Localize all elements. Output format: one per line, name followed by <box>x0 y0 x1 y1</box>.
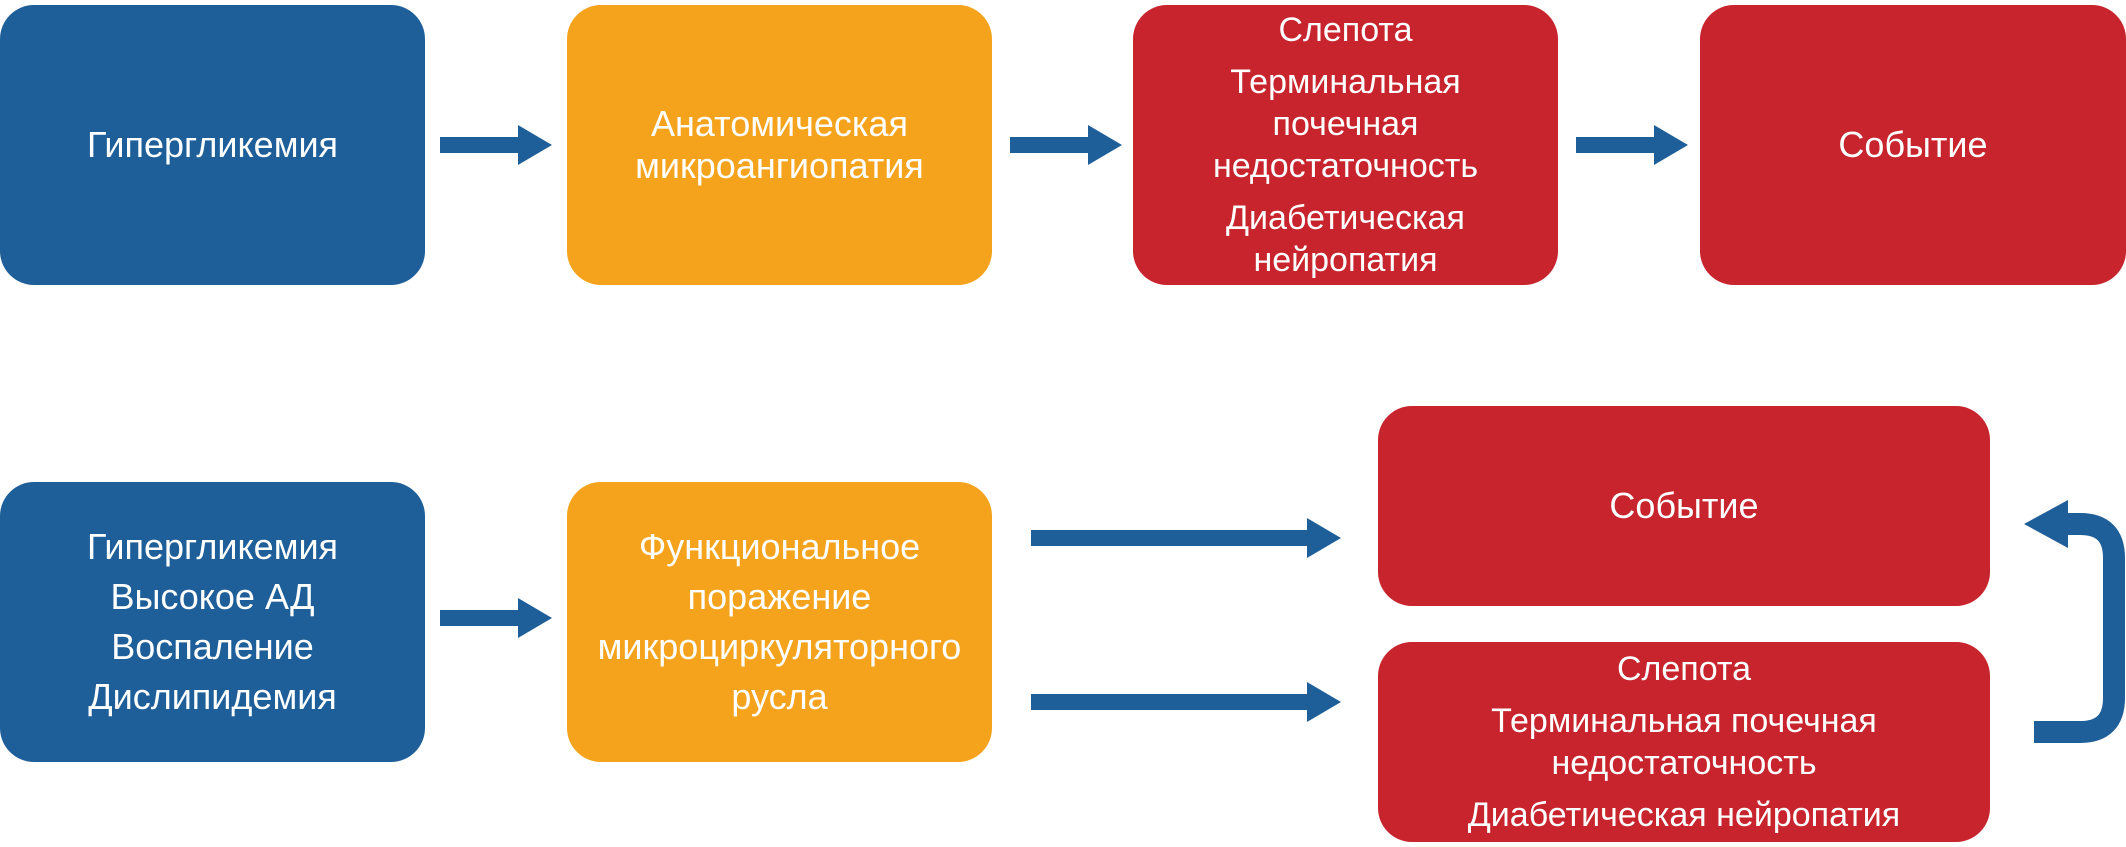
arrow-right-icon <box>440 598 552 638</box>
top-outcome-neuropathy-line-2: нейропатия <box>1253 241 1438 279</box>
bottom-event-box: Событие <box>1378 406 1990 606</box>
bottom-mechanism-line-3: микроциркуляторного <box>597 626 962 667</box>
bottom-risk-line-3: Воспаление <box>111 626 314 667</box>
bottom-mechanism-line-1: Функциональное <box>638 526 921 567</box>
bottom-outcome-neuropathy: Диабетическая нейропатия <box>1467 796 1901 834</box>
top-mechanism-line-1: Анатомическая <box>651 103 908 144</box>
bottom-outcome-renal-line-1: Терминальная почечная <box>1491 702 1877 740</box>
arrow-right-icon <box>1031 518 1341 558</box>
top-outcome-renal-line-1: Терминальная <box>1230 63 1461 101</box>
top-event-box: Событие <box>1700 5 2126 285</box>
bottom-risk-line-1: Гипергликемия <box>86 526 339 567</box>
bottom-outcome-blindness: Слепота <box>1617 650 1751 688</box>
arrow-right-icon <box>1576 125 1688 165</box>
top-mechanism-box: Анатомическая микроангиопатия <box>567 5 992 285</box>
top-outcomes-box: Слепота Терминальная почечная недостаточ… <box>1133 5 1558 285</box>
bottom-mechanism-box: Функциональное поражение микроциркулятор… <box>567 482 992 762</box>
arrow-right-icon <box>1010 125 1122 165</box>
top-outcome-neuropathy-line-1: Диабетическая <box>1226 199 1465 237</box>
top-mechanism-line-2: микроангиопатия <box>635 145 924 186</box>
top-outcome-renal-line-3: недостаточность <box>1212 147 1479 185</box>
top-risk-label: Гипергликемия <box>86 124 339 165</box>
top-risk-box: Гипергликемия <box>0 5 425 285</box>
arrow-right-icon <box>440 125 552 165</box>
top-event-label: Событие <box>1838 124 1988 165</box>
top-outcome-blindness: Слепота <box>1278 11 1413 49</box>
bottom-mechanism-line-4: русла <box>731 676 828 717</box>
bottom-mechanism-line-2: поражение <box>687 576 872 617</box>
bottom-outcome-renal-line-2: недостаточность <box>1551 744 1817 782</box>
bottom-risk-line-2: Высокое АД <box>110 576 315 617</box>
top-outcome-renal-line-2: почечная <box>1272 105 1419 143</box>
bottom-risk-box: Гипергликемия Высокое АД Воспаление Дисл… <box>0 482 425 762</box>
bottom-outcomes-box: Слепота Терминальная почечная недостаточ… <box>1378 642 1990 842</box>
bottom-event-label: Событие <box>1609 485 1759 526</box>
feedback-loop-arrow-icon <box>2024 500 2125 743</box>
bottom-risk-line-4: Дислипидемия <box>88 676 337 717</box>
arrow-right-icon <box>1031 682 1341 722</box>
